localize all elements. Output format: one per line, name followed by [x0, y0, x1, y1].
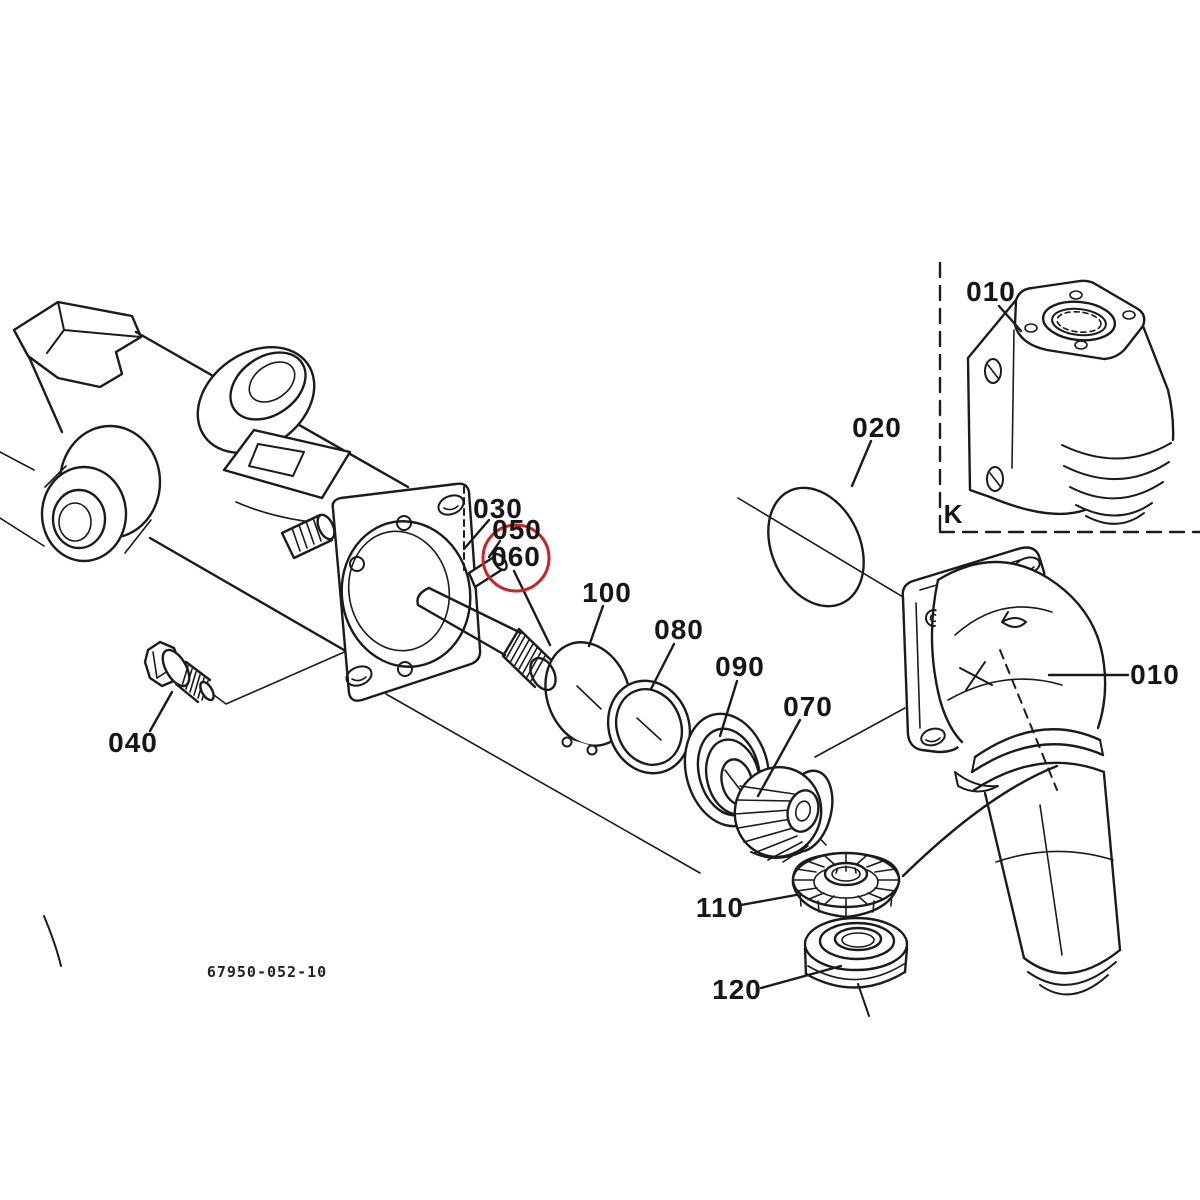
callout-100[interactable]: 100 [582, 577, 632, 608]
construction-lines [0, 451, 909, 1017]
inset-dashed-border [938, 261, 1200, 534]
drawing-number: 67950-052-10 [206, 963, 328, 981]
shaft-spline-end [501, 627, 553, 689]
inset-box [938, 261, 1200, 534]
callout-070[interactable]: 070 [783, 691, 833, 722]
inset-bearing-case [966, 279, 1175, 525]
housing-dome [936, 560, 1107, 730]
callout-030[interactable]: 030 [473, 493, 523, 524]
inset-key-label: K [943, 499, 963, 529]
callout-120[interactable]: 120 [712, 974, 762, 1005]
callout-040[interactable]: 040 [108, 727, 158, 758]
callout-010-main[interactable]: 010 [1130, 659, 1180, 690]
callout-110[interactable]: 110 [695, 892, 745, 923]
housing-neck [983, 772, 1122, 960]
housing-bracket [12, 300, 143, 389]
o-ring [767, 486, 865, 608]
callout-090[interactable]: 090 [715, 651, 765, 682]
bolt [143, 640, 215, 704]
bevel-gear [791, 851, 901, 919]
callout-060-highlighted[interactable]: 060 [491, 541, 541, 572]
bearing-case-housing [901, 545, 1122, 996]
axle-housing [12, 300, 410, 652]
leader-lines [148, 304, 1130, 990]
callout-010-inset[interactable]: 010 [966, 276, 1016, 307]
flange-plate [331, 482, 482, 702]
pinion-gear [733, 765, 834, 863]
shim-ring [606, 679, 692, 775]
snap-ring [544, 641, 632, 758]
callout-080[interactable]: 080 [654, 614, 704, 645]
callout-020[interactable]: 020 [852, 412, 902, 443]
housing-pad [222, 428, 352, 500]
callout-050[interactable]: 050 [492, 514, 542, 545]
lower-bearing [803, 916, 909, 989]
highlight-circle [481, 523, 551, 593]
